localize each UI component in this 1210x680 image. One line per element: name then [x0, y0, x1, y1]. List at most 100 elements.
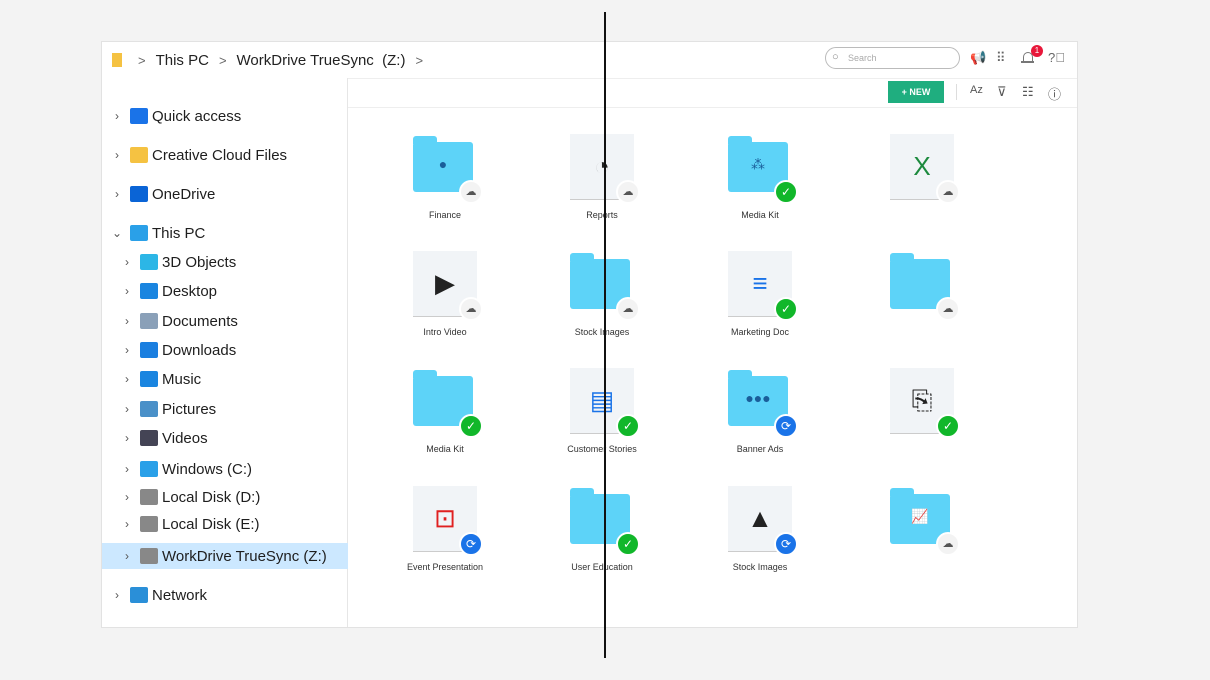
- file-name: Stock Images: [732, 562, 788, 572]
- sidebar-item-label: Desktop: [162, 282, 218, 300]
- sidebar-item-label: Quick access: [152, 107, 242, 125]
- notification-badge: 1: [1031, 45, 1043, 57]
- file-tile[interactable]: ✓Media Kit: [370, 368, 520, 454]
- document-icon: [140, 313, 158, 329]
- sidebar-item[interactable]: › OneDrive: [102, 181, 348, 207]
- sidebar-item-label: OneDrive: [152, 185, 216, 203]
- sidebar-item[interactable]: › Downloads: [102, 337, 348, 363]
- sidebar-item-label: Local Disk (D:): [162, 488, 261, 506]
- cloud-status-icon: ☁: [936, 532, 960, 556]
- desktop-icon: [140, 283, 158, 299]
- file-tile[interactable]: ✓User Education: [527, 486, 677, 572]
- chevron-right-icon[interactable]: ›: [125, 431, 129, 445]
- info-icon[interactable]: ⓘ: [1048, 87, 1062, 102]
- sidebar-item[interactable]: ›Videos: [102, 425, 348, 451]
- breadcrumb-workdrive[interactable]: WorkDrive TrueSync (Z:): [236, 51, 406, 69]
- new-button[interactable]: + NEW: [888, 81, 944, 103]
- breadcrumb-this-pc[interactable]: This PC: [155, 51, 209, 69]
- file-tile[interactable]: ▲⟳Stock Images: [685, 486, 835, 572]
- cloud-status-icon: ☁: [459, 297, 483, 321]
- windows-drive-icon: [140, 461, 158, 477]
- sidebar-item-label: Windows (C:): [162, 460, 253, 478]
- file-explorer-window: > This PC > WorkDrive TrueSync (Z:) > ○S…: [101, 41, 1078, 628]
- chevron-right-icon[interactable]: ›: [125, 343, 129, 357]
- chevron-right-icon[interactable]: ›: [125, 462, 129, 476]
- chevron-right-icon[interactable]: ›: [125, 372, 129, 386]
- chevron-right-icon[interactable]: ›: [125, 402, 129, 416]
- view-list-icon[interactable]: ☷: [1022, 84, 1034, 99]
- file-tile[interactable]: ☁Stock Images: [527, 251, 677, 337]
- star-icon: [130, 108, 148, 124]
- chevron-right-icon[interactable]: ›: [125, 490, 129, 504]
- chevron-right-icon[interactable]: ›: [125, 549, 129, 563]
- file-name: Media Kit: [741, 210, 779, 220]
- music-note-icon: [140, 371, 158, 387]
- sidebar-item[interactable]: ›Documents: [102, 308, 348, 334]
- file-tile[interactable]: ≡✓Marketing Doc: [685, 251, 835, 337]
- file-tile[interactable]: X☁: [847, 134, 997, 210]
- file-tile[interactable]: 📈☁: [847, 486, 997, 562]
- bell-icon[interactable]: [1021, 52, 1034, 63]
- sidebar-item[interactable]: › Windows (C:): [102, 456, 348, 482]
- sidebar-item[interactable]: › Pictures: [102, 396, 348, 422]
- ok-status-icon: ✓: [936, 414, 960, 438]
- chevron-right-icon[interactable]: ›: [125, 255, 129, 269]
- ok-status-icon: ✓: [459, 414, 483, 438]
- sidebar-item-label: Pictures: [162, 400, 217, 418]
- chevron-right-icon[interactable]: ›: [115, 187, 119, 201]
- computer-icon: [130, 225, 148, 241]
- file-tile[interactable]: ⎘✓: [847, 368, 997, 444]
- chevron-down-icon[interactable]: ⌄: [111, 226, 123, 240]
- ok-status-icon: ✓: [774, 297, 798, 321]
- sort-icon[interactable]: Az: [970, 84, 983, 96]
- sidebar-item-label: Creative Cloud Files: [152, 146, 288, 164]
- search-input[interactable]: ○Search: [825, 47, 960, 69]
- file-tile[interactable]: ▶☁Intro Video: [370, 251, 520, 337]
- cloud-status-icon: ☁: [459, 180, 483, 204]
- apps-grid-icon[interactable]: ⠿: [996, 50, 1006, 65]
- sidebar-item[interactable]: ›WorkDrive TrueSync (Z:): [102, 543, 348, 569]
- file-tile[interactable]: ●☁Finance: [370, 134, 520, 220]
- cloud-status-icon: ☁: [936, 180, 960, 204]
- sidebar-item[interactable]: › Network: [102, 582, 348, 608]
- announcement-icon[interactable]: 📢: [970, 50, 987, 65]
- sidebar-item[interactable]: › Music: [102, 366, 348, 392]
- folder-drive-icon: [112, 53, 122, 67]
- chevron-right-icon[interactable]: ›: [125, 284, 129, 298]
- file-tile[interactable]: ☁: [847, 251, 997, 327]
- picture-icon: [140, 401, 158, 417]
- cloud-icon: [130, 186, 148, 202]
- filter-icon[interactable]: ⊽: [997, 84, 1007, 99]
- file-tile[interactable]: ◔☁Reports: [527, 134, 677, 220]
- sidebar-item-label: Network: [152, 586, 208, 604]
- file-name: Customer Stories: [567, 444, 637, 454]
- chevron-right-icon[interactable]: ›: [115, 109, 119, 123]
- chevron-right-icon[interactable]: ›: [125, 517, 129, 531]
- file-name: User Education: [571, 562, 633, 572]
- file-tile[interactable]: ⁂✓Media Kit: [685, 134, 835, 220]
- sidebar-item[interactable]: ⌄ This PC: [102, 220, 348, 246]
- sidebar-item[interactable]: ›Local Disk (E:): [102, 511, 348, 537]
- file-tile[interactable]: ⊡⟳Event Presentation: [370, 486, 520, 572]
- file-name: Event Presentation: [406, 562, 484, 572]
- ok-status-icon: ✓: [774, 180, 798, 204]
- file-icon: ⊡: [413, 486, 477, 552]
- content-toolbar: [348, 78, 1077, 108]
- sidebar-item[interactable]: › Creative Cloud Files: [102, 142, 348, 168]
- file-tile[interactable]: ▤✓Customer Stories: [527, 368, 677, 454]
- sidebar-item-label: Music: [162, 370, 202, 388]
- sidebar-item-label: Downloads: [162, 341, 237, 359]
- cloud-status-icon: ☁: [936, 297, 960, 321]
- chevron-right-icon[interactable]: ›: [115, 588, 119, 602]
- chevron-right-icon[interactable]: ›: [125, 314, 129, 328]
- sidebar-item[interactable]: › Desktop: [102, 278, 348, 304]
- help-icon[interactable]: ?⃝: [1048, 50, 1065, 65]
- network-icon: [130, 587, 148, 603]
- chevron-right-icon[interactable]: ›: [115, 148, 119, 162]
- sidebar-item-label: This PC: [152, 224, 206, 242]
- file-name: Marketing Doc: [730, 327, 790, 337]
- sidebar-item[interactable]: › Quick access: [102, 103, 348, 129]
- file-tile[interactable]: ●●●⟳Banner Ads: [685, 368, 835, 454]
- sidebar-item[interactable]: › Local Disk (D:): [102, 484, 348, 510]
- sidebar-item[interactable]: ›3D Objects: [102, 249, 348, 275]
